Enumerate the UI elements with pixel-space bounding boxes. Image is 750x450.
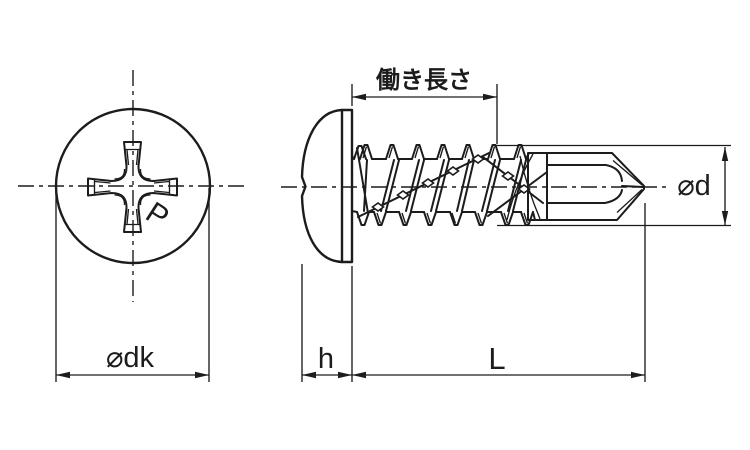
thread-crest-inner-flanks (362, 146, 529, 224)
dim-head-height: h (301, 264, 353, 382)
thread-diameter-arrow-top (721, 147, 729, 161)
head-height-extension-line (301, 264, 353, 382)
thread-flank-diagonals (356, 147, 527, 214)
recess-corner-fillets (114, 168, 151, 206)
recess-tip-caps (93, 148, 171, 226)
dim-working-length: 働き長さ (351, 67, 498, 144)
drill-outline (527, 152, 645, 221)
phillips-recess-outline (87, 141, 178, 233)
head-height-arrow-left (302, 371, 316, 379)
dim-head-diameter: ⌀dk (55, 188, 210, 382)
length-label: L (488, 341, 505, 376)
head-height-arrow-right (338, 371, 352, 379)
thread-diameter-extension-lines (493, 144, 731, 227)
working-length-arrow-left (352, 93, 366, 101)
thread-runout-diagonals (482, 156, 548, 217)
working-length-label: 働き長さ (375, 67, 472, 94)
working-length-extension-lines (351, 84, 498, 144)
recess-flank-lines (94, 149, 170, 225)
length-arrow-left (352, 371, 366, 379)
dimensions: 働き長さ ⌀dk h L ⌀d (55, 67, 731, 382)
working-length-arrow-right (483, 93, 497, 101)
dim-length: L (352, 203, 646, 382)
drill-flute-curves (506, 153, 541, 221)
drill-flute-lines (546, 164, 644, 204)
thread-bottom-crests (356, 211, 534, 226)
thread-diameter-label: ⌀d (677, 170, 711, 202)
drill-point (506, 152, 645, 221)
thread-diameter-arrow-bottom (721, 211, 729, 225)
thread-helix-knots (371, 154, 531, 212)
head-circle-outline (54, 107, 212, 265)
head-diameter-extension-lines (55, 188, 210, 382)
head-diameter-arrow-right (195, 371, 209, 379)
phillips-recess-details (93, 148, 171, 226)
recess-type-label: P (140, 196, 175, 235)
side-view-head (300, 108, 354, 264)
head-diameter-arrow-left (56, 371, 70, 379)
head-diameter-label: ⌀dk (106, 342, 155, 374)
pan-head-profile (300, 108, 354, 264)
length-arrow-right (631, 371, 645, 379)
drill-edge-inner-lines (612, 159, 643, 213)
head-height-label: h (318, 343, 334, 375)
dim-thread-diameter: ⌀d (493, 144, 731, 227)
thread (351, 144, 548, 226)
